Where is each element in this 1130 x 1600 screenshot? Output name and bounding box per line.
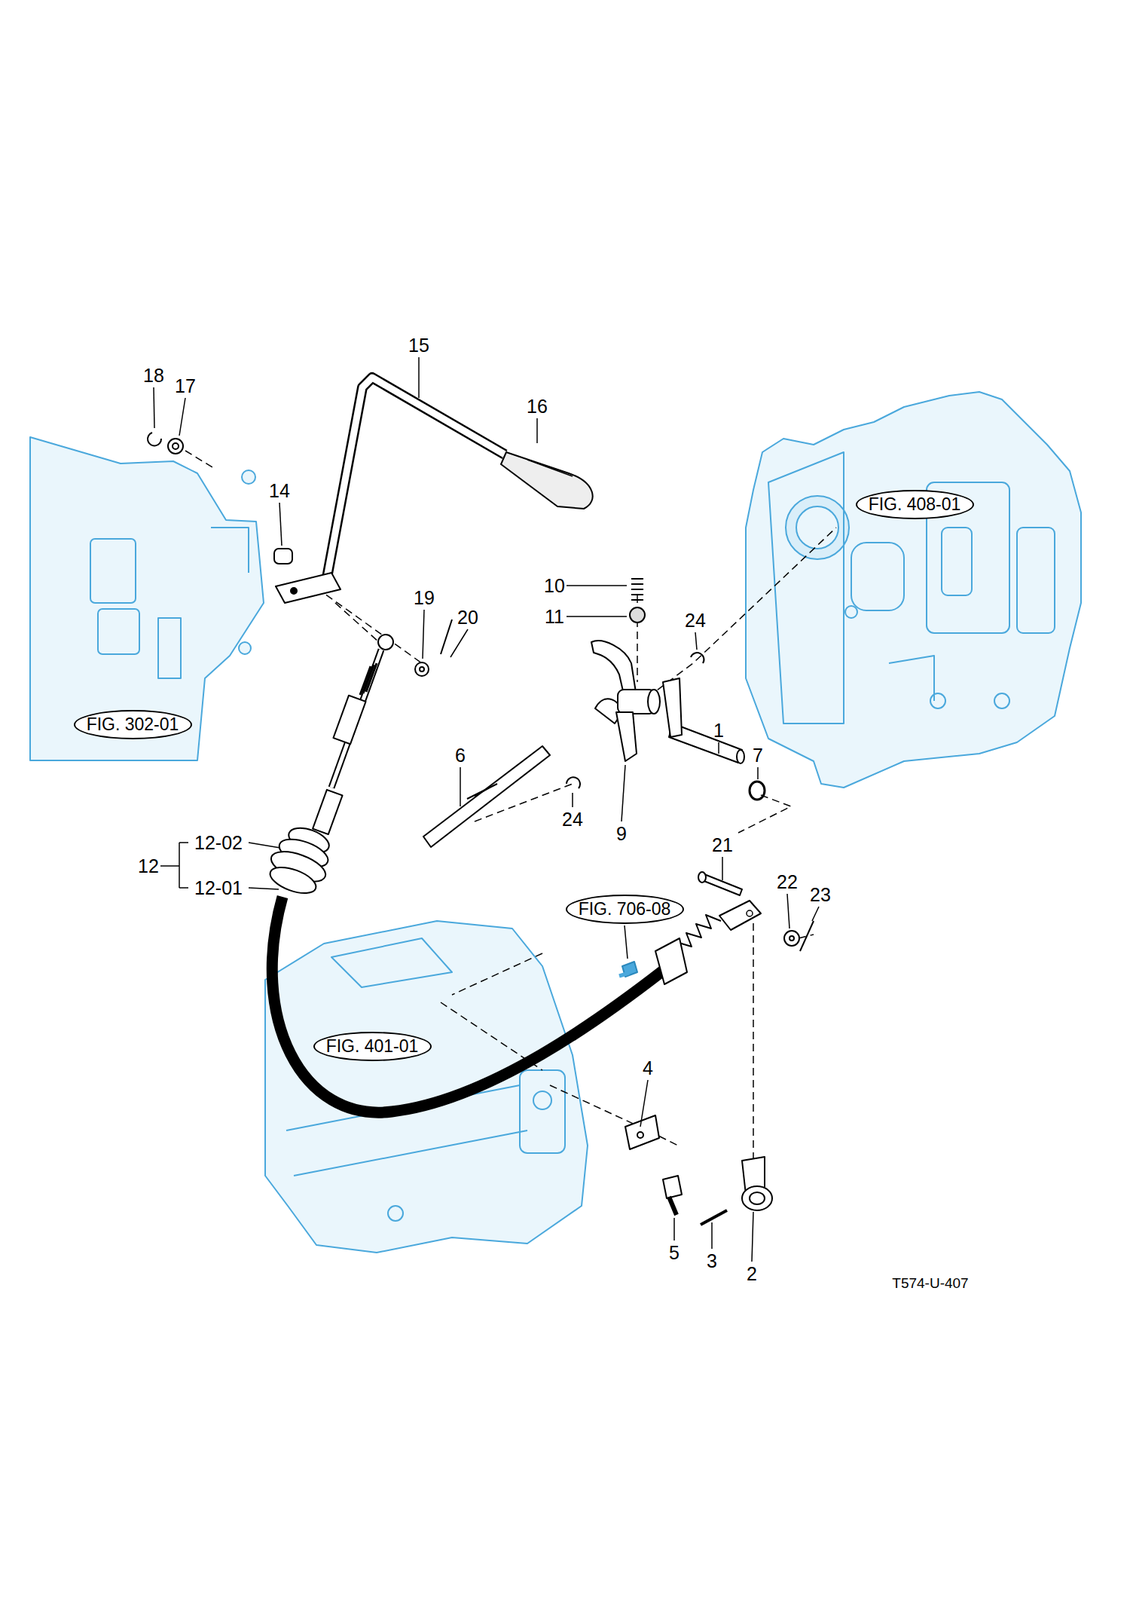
callout-number: 12-01 xyxy=(192,877,245,898)
callout-number: 9 xyxy=(614,823,629,844)
callout-number: 15 xyxy=(406,335,431,356)
callout-number: 6 xyxy=(453,745,468,766)
callout-number: 11 xyxy=(543,606,566,627)
callout-number: 23 xyxy=(808,884,833,905)
figure-ref-text: FIG. 408-01 xyxy=(868,495,962,514)
callout-number: 21 xyxy=(710,834,735,856)
callout-number: 2 xyxy=(745,1263,759,1284)
callout-number: 19 xyxy=(412,587,437,608)
figure-ref-oval: FIG. 302-01 xyxy=(73,709,193,740)
callout-number: 12-02 xyxy=(192,832,245,853)
callout-number: 14 xyxy=(267,480,292,501)
callout-number: 10 xyxy=(542,575,567,596)
callout-number: 16 xyxy=(525,396,550,417)
callout-number: 20 xyxy=(455,607,480,628)
figure-ref-oval: FIG. 706-08 xyxy=(565,894,685,924)
callout-number: 24 xyxy=(560,809,585,830)
callout-number: 24 xyxy=(683,610,708,631)
callout-number: 12 xyxy=(136,855,161,877)
callout-number: 5 xyxy=(667,1242,682,1263)
callout-number: 17 xyxy=(173,375,198,397)
part-ref: T574-U-407 xyxy=(890,1274,970,1291)
figure-ref-text: FIG. 302-01 xyxy=(86,715,180,733)
callout-number: 3 xyxy=(705,1250,719,1271)
callout-number: 18 xyxy=(141,365,166,386)
figure-ref-text: FIG. 706-08 xyxy=(578,900,672,918)
callout-number: 1 xyxy=(711,720,726,741)
callout-number: 22 xyxy=(775,871,800,892)
callout-number: 4 xyxy=(641,1057,655,1079)
figure-ref-text: FIG. 401-01 xyxy=(326,1037,419,1055)
callout-number: 7 xyxy=(751,745,765,766)
figure-ref-oval: FIG. 408-01 xyxy=(855,489,975,520)
figure-ref-oval: FIG. 401-01 xyxy=(313,1031,432,1061)
